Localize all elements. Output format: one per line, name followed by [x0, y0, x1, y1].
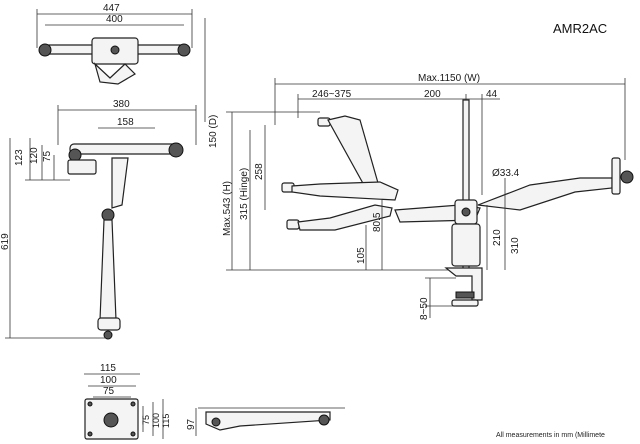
dim-hinge: 315 (Hinge): [239, 168, 250, 220]
side-view: Max.1150 (W) 246~375 200 44 Ø33.4 Max.54…: [222, 73, 634, 320]
base-view: 97: [186, 407, 345, 436]
dim-vesa-115-h: 115: [161, 414, 171, 428]
dim-120: 120: [29, 147, 40, 164]
dim-150-d: 150 (D): [208, 115, 219, 148]
dim-123: 123: [14, 149, 25, 166]
dim-400: 400: [106, 14, 123, 25]
dim-210: 210: [492, 229, 503, 246]
dim-reach: 246~375: [312, 89, 352, 100]
front-view: 380 158 123 120 75 619: [0, 99, 197, 340]
model-name: AMR2AC: [553, 21, 607, 36]
dim-vesa-75-h: 75: [141, 415, 151, 425]
dim-447: 447: [103, 3, 120, 14]
dim-80-5: 80.5: [372, 212, 383, 232]
dim-310: 310: [510, 237, 521, 254]
measurement-note: All measurements in mm (Millimete: [496, 432, 605, 439]
dim-vesa-115-w: 115: [100, 363, 116, 374]
dim-vesa-100-h: 100: [151, 413, 161, 428]
dim-max-width: Max.1150 (W): [418, 73, 480, 84]
dim-clamp: 8~50: [419, 297, 430, 320]
pole-diameter: Ø33.4: [492, 168, 520, 179]
dim-380: 380: [113, 99, 130, 110]
top-view: 447 400 150 (D): [36, 3, 219, 148]
dim-44: 44: [486, 89, 498, 100]
vesa-plate-view: 115 100 75 75 100 115: [84, 363, 171, 440]
dim-200: 200: [424, 89, 441, 100]
dim-vesa-75-w: 75: [103, 386, 115, 397]
dim-max-height: Max.543 (H): [222, 181, 233, 236]
dim-97: 97: [186, 418, 197, 430]
dim-158: 158: [117, 117, 134, 128]
dim-619: 619: [0, 233, 11, 250]
dim-75: 75: [42, 150, 53, 162]
dim-258: 258: [254, 163, 265, 180]
dim-vesa-100-w: 100: [100, 375, 117, 386]
dim-105: 105: [356, 247, 367, 264]
